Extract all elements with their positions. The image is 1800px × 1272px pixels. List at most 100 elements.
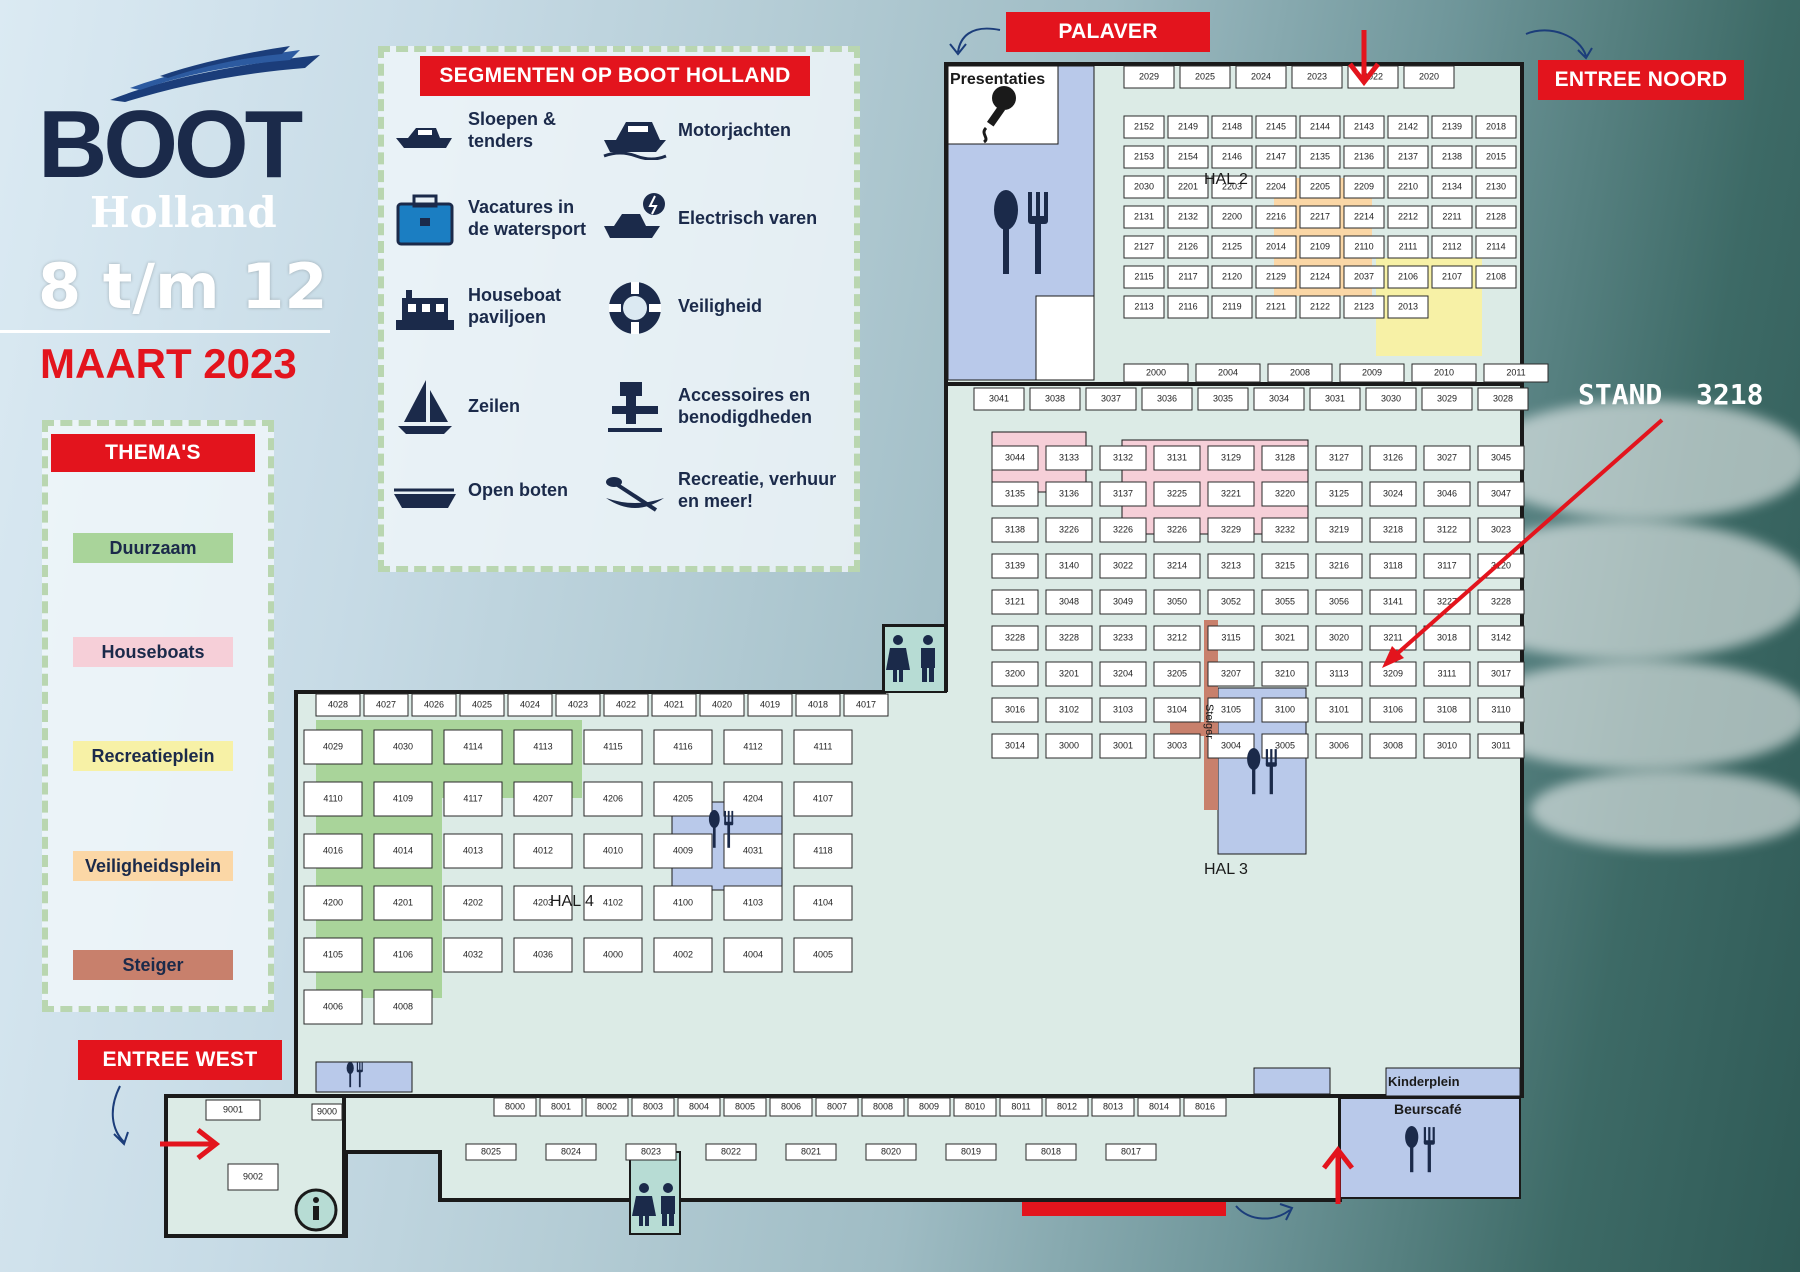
stand-2152[interactable] [1123, 115, 1165, 139]
stand-4026[interactable] [411, 693, 457, 717]
stand-3038[interactable] [1029, 387, 1081, 411]
stand-4008[interactable] [373, 989, 433, 1025]
stand-3226[interactable] [1153, 517, 1201, 543]
stand-8016[interactable] [1183, 1097, 1227, 1117]
stand-3048[interactable] [1045, 589, 1093, 615]
stand-3136[interactable] [1045, 481, 1093, 507]
stand-3021[interactable] [1261, 625, 1309, 651]
stand-8023[interactable] [625, 1143, 677, 1161]
stand-3117[interactable] [1423, 553, 1471, 579]
stand-2108[interactable] [1475, 265, 1517, 289]
stand-3228[interactable] [1045, 625, 1093, 651]
stand-3228[interactable] [1477, 589, 1525, 615]
stand-2203[interactable] [1211, 175, 1253, 199]
stand-4028[interactable] [315, 693, 361, 717]
stand-3041[interactable] [973, 387, 1025, 411]
stand-3210[interactable] [1261, 661, 1309, 687]
stand-3221[interactable] [1207, 481, 1255, 507]
stand-4022[interactable] [603, 693, 649, 717]
stand-4116[interactable] [653, 729, 713, 765]
stand-2004[interactable] [1195, 363, 1261, 383]
stand-4110[interactable] [303, 781, 363, 817]
stand-3010[interactable] [1423, 733, 1471, 759]
stand-4010[interactable] [583, 833, 643, 869]
stand-2212[interactable] [1387, 205, 1429, 229]
theme-recreatieplein[interactable]: Recreatieplein [73, 741, 233, 771]
stand-2204[interactable] [1255, 175, 1297, 199]
stand-2114[interactable] [1475, 235, 1517, 259]
stand-4115[interactable] [583, 729, 643, 765]
segment-recreatie-verhuur-en-meer[interactable]: Recreatie, verhuur en meer! [600, 460, 850, 520]
theme-steiger[interactable]: Steiger [73, 950, 233, 980]
stand-2124[interactable] [1299, 265, 1341, 289]
stand-2129[interactable] [1255, 265, 1297, 289]
stand-8005[interactable] [723, 1097, 767, 1117]
stand-3102[interactable] [1045, 697, 1093, 723]
stand-4100[interactable] [653, 885, 713, 921]
stand-2119[interactable] [1211, 295, 1253, 319]
stand-4201[interactable] [373, 885, 433, 921]
stand-4202[interactable] [443, 885, 503, 921]
stand-3135[interactable] [991, 481, 1039, 507]
stand-4002[interactable] [653, 937, 713, 973]
stand-8004[interactable] [677, 1097, 721, 1117]
stand-2148[interactable] [1211, 115, 1253, 139]
entree-west-label[interactable]: ENTREE WEST [78, 1040, 282, 1080]
stand-4200[interactable] [303, 885, 363, 921]
stand-2147[interactable] [1255, 145, 1297, 169]
segment-zeilen[interactable]: Zeilen [390, 376, 590, 436]
stand-3122[interactable] [1423, 517, 1471, 543]
stand-3225[interactable] [1153, 481, 1201, 507]
stand-2139[interactable] [1431, 115, 1473, 139]
stand-3219[interactable] [1315, 517, 1363, 543]
stand-3022[interactable] [1099, 553, 1147, 579]
stand-4009[interactable] [653, 833, 713, 869]
stand-3020[interactable] [1315, 625, 1363, 651]
stand-3205[interactable] [1153, 661, 1201, 687]
stand-2154[interactable] [1167, 145, 1209, 169]
stand-3121[interactable] [991, 589, 1039, 615]
stand-3000[interactable] [1045, 733, 1093, 759]
stand-8019[interactable] [945, 1143, 997, 1161]
segment-motorjachten[interactable]: Motorjachten [600, 100, 850, 160]
stand-2127[interactable] [1123, 235, 1165, 259]
stand-2022[interactable] [1347, 65, 1399, 89]
stand-4016[interactable] [303, 833, 363, 869]
stand-8000[interactable] [493, 1097, 537, 1117]
stand-3044[interactable] [991, 445, 1039, 471]
stand-3140[interactable] [1045, 553, 1093, 579]
stand-3218[interactable] [1369, 517, 1417, 543]
stand-3127[interactable] [1315, 445, 1363, 471]
stand-8017[interactable] [1105, 1143, 1157, 1161]
stand-2009[interactable] [1339, 363, 1405, 383]
stand-2128[interactable] [1475, 205, 1517, 229]
stand-3006[interactable] [1315, 733, 1363, 759]
stand-8007[interactable] [815, 1097, 859, 1117]
stand-2011[interactable] [1483, 363, 1549, 383]
stand-2214[interactable] [1343, 205, 1385, 229]
stand-3111[interactable] [1423, 661, 1471, 687]
stand-8002[interactable] [585, 1097, 629, 1117]
palaver-label[interactable]: PALAVER [1006, 12, 1210, 52]
stand-4017[interactable] [843, 693, 889, 717]
stand-4206[interactable] [583, 781, 643, 817]
stand-3003[interactable] [1153, 733, 1201, 759]
stand-2014[interactable] [1255, 235, 1297, 259]
stand-4205[interactable] [653, 781, 713, 817]
stand-3216[interactable] [1315, 553, 1363, 579]
stand-4023[interactable] [555, 693, 601, 717]
stand-4032[interactable] [443, 937, 503, 973]
stand-3113[interactable] [1315, 661, 1363, 687]
stand-3200[interactable] [991, 661, 1039, 687]
stand-3047[interactable] [1477, 481, 1525, 507]
stand-8021[interactable] [785, 1143, 837, 1161]
stand-3228[interactable] [991, 625, 1039, 651]
stand-3050[interactable] [1153, 589, 1201, 615]
stand-2030[interactable] [1123, 175, 1165, 199]
stand-2149[interactable] [1167, 115, 1209, 139]
stand-4036[interactable] [513, 937, 573, 973]
stand-4005[interactable] [793, 937, 853, 973]
stand-3128[interactable] [1261, 445, 1309, 471]
stand-2116[interactable] [1167, 295, 1209, 319]
stand-3046[interactable] [1423, 481, 1471, 507]
